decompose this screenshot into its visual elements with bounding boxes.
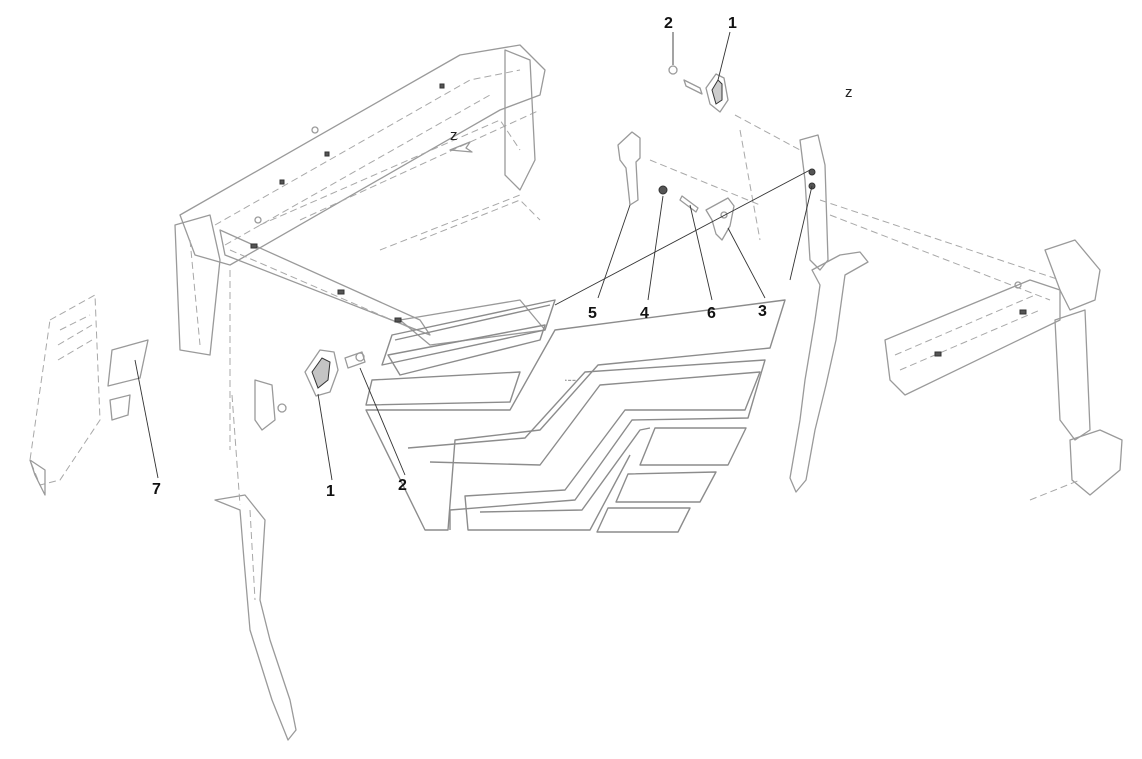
- callout-7: 7: [152, 481, 161, 498]
- callout-1-left: 1: [326, 483, 335, 500]
- left-roof-frame: [174, 44, 546, 450]
- callout-5: 5: [588, 305, 597, 322]
- callout-3: 3: [758, 303, 767, 320]
- leader-lines: [134, 31, 813, 481]
- grab-handle-left: [277, 349, 366, 413]
- callout-2-top: 2: [664, 15, 673, 32]
- callout-2-mid: 2: [398, 477, 407, 494]
- upper-handle-assembly: [617, 131, 735, 241]
- svg-text:• ━ ━: • ━ ━: [565, 378, 577, 384]
- left-side-panel: [29, 294, 101, 496]
- decal-item-2: • ━ ━: [365, 299, 786, 533]
- right-pillar-assembly: [789, 134, 1061, 493]
- left-pillar-trim: [214, 379, 297, 741]
- view-label-z-frame: z: [450, 127, 458, 144]
- callout-4: 4: [640, 305, 649, 322]
- decal-item-7: [107, 339, 149, 421]
- right-roof-frame: [884, 239, 1123, 501]
- view-label-z-right: z: [845, 84, 853, 101]
- callout-1-top: 1: [728, 15, 737, 32]
- callout-6: 6: [707, 305, 716, 322]
- direction-arrow: [449, 141, 473, 153]
- top-handle-assembly: [668, 65, 729, 113]
